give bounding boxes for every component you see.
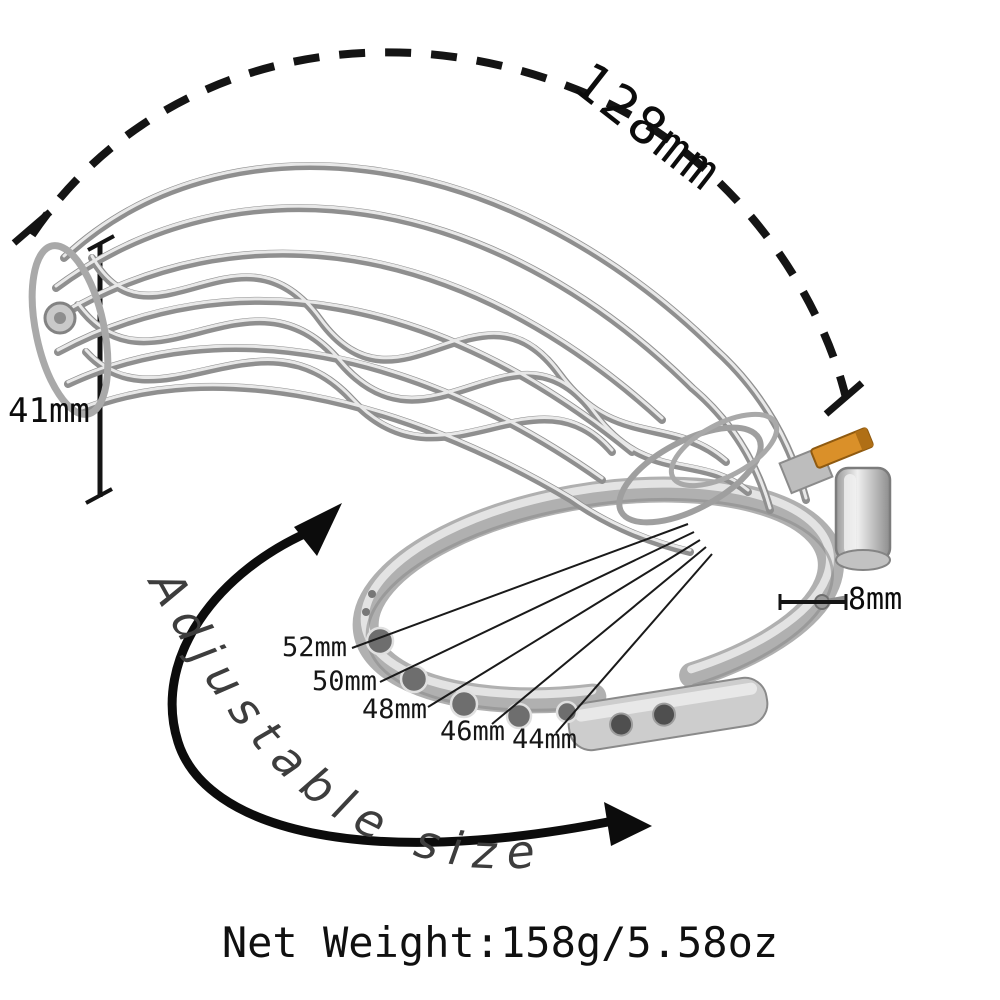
ring-size-label-44: 44mm <box>512 724 578 755</box>
size-leader-lines <box>351 523 713 734</box>
length-dimension-arc <box>11 48 865 417</box>
net-weight-label: Net Weight:158g/5.58oz <box>221 918 779 967</box>
ring-size-label-50: 50mm <box>312 666 378 697</box>
ring-gap-label: 8mm <box>848 582 903 617</box>
lock-assembly <box>778 427 892 610</box>
ring-size-label-48: 48mm <box>362 694 428 725</box>
arrow-head-icon <box>604 802 652 846</box>
ring-size-label-52: 52mm <box>282 632 348 663</box>
adjustable-arrow <box>167 503 652 847</box>
gap-dimension-line <box>778 594 848 610</box>
cage-height-label: 41mm <box>8 391 90 431</box>
brass-latch <box>810 427 874 469</box>
adjustment-bar <box>567 676 769 752</box>
cage-body <box>28 164 806 552</box>
ring-size-label-46: 46mm <box>440 716 506 747</box>
arrow-head-icon <box>294 503 342 556</box>
ring-size-holes <box>362 590 579 730</box>
